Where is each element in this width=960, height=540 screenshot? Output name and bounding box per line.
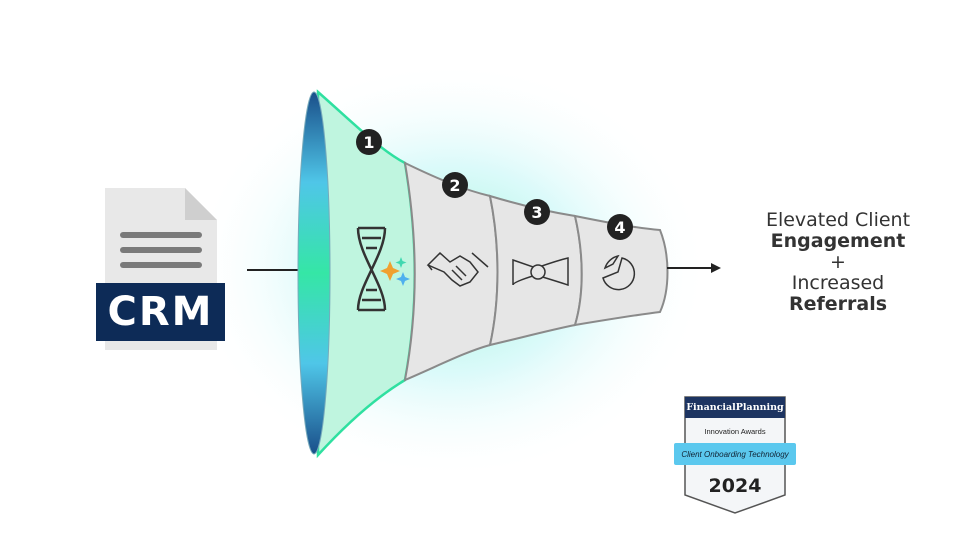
output-arrow [667, 263, 721, 273]
crm-document-icon [96, 188, 225, 350]
award-badge: FinancialPlanning Innovation Awards Clie… [674, 397, 796, 513]
step-badge-3 [524, 199, 550, 225]
outcome-line-1: Elevated Client [765, 209, 911, 231]
step-badge-2 [442, 172, 468, 198]
award-year: 2024 [708, 475, 762, 497]
award-brand: FinancialPlanning [685, 397, 785, 418]
pie-chart-icon [602, 254, 636, 291]
step-number-4: 4 [614, 217, 626, 237]
outcome-line-2: Engagement [770, 230, 906, 252]
step-number-1: 1 [363, 132, 375, 152]
outcome-line-3: Increased [791, 272, 885, 294]
step-badge-1 [356, 129, 382, 155]
bow-tie-icon [512, 257, 569, 287]
crm-label: CRM [107, 289, 214, 335]
award-category: Client Onboarding Technology [674, 443, 796, 465]
funnel-stage-4 [573, 214, 669, 327]
step-number-2: 2 [449, 175, 461, 195]
funnel-opening [297, 91, 331, 455]
step-badge-4 [607, 214, 633, 240]
outcome-line-4: Referrals [788, 293, 888, 315]
handshake-icon [426, 251, 489, 287]
step-number-3: 3 [531, 202, 543, 222]
award-title: Innovation Awards [704, 427, 766, 436]
outcome-plus: + [830, 251, 846, 273]
dna-sparkle-icon [356, 226, 410, 312]
outcome-text: Elevated Client Engagement + Increased R… [748, 210, 928, 315]
